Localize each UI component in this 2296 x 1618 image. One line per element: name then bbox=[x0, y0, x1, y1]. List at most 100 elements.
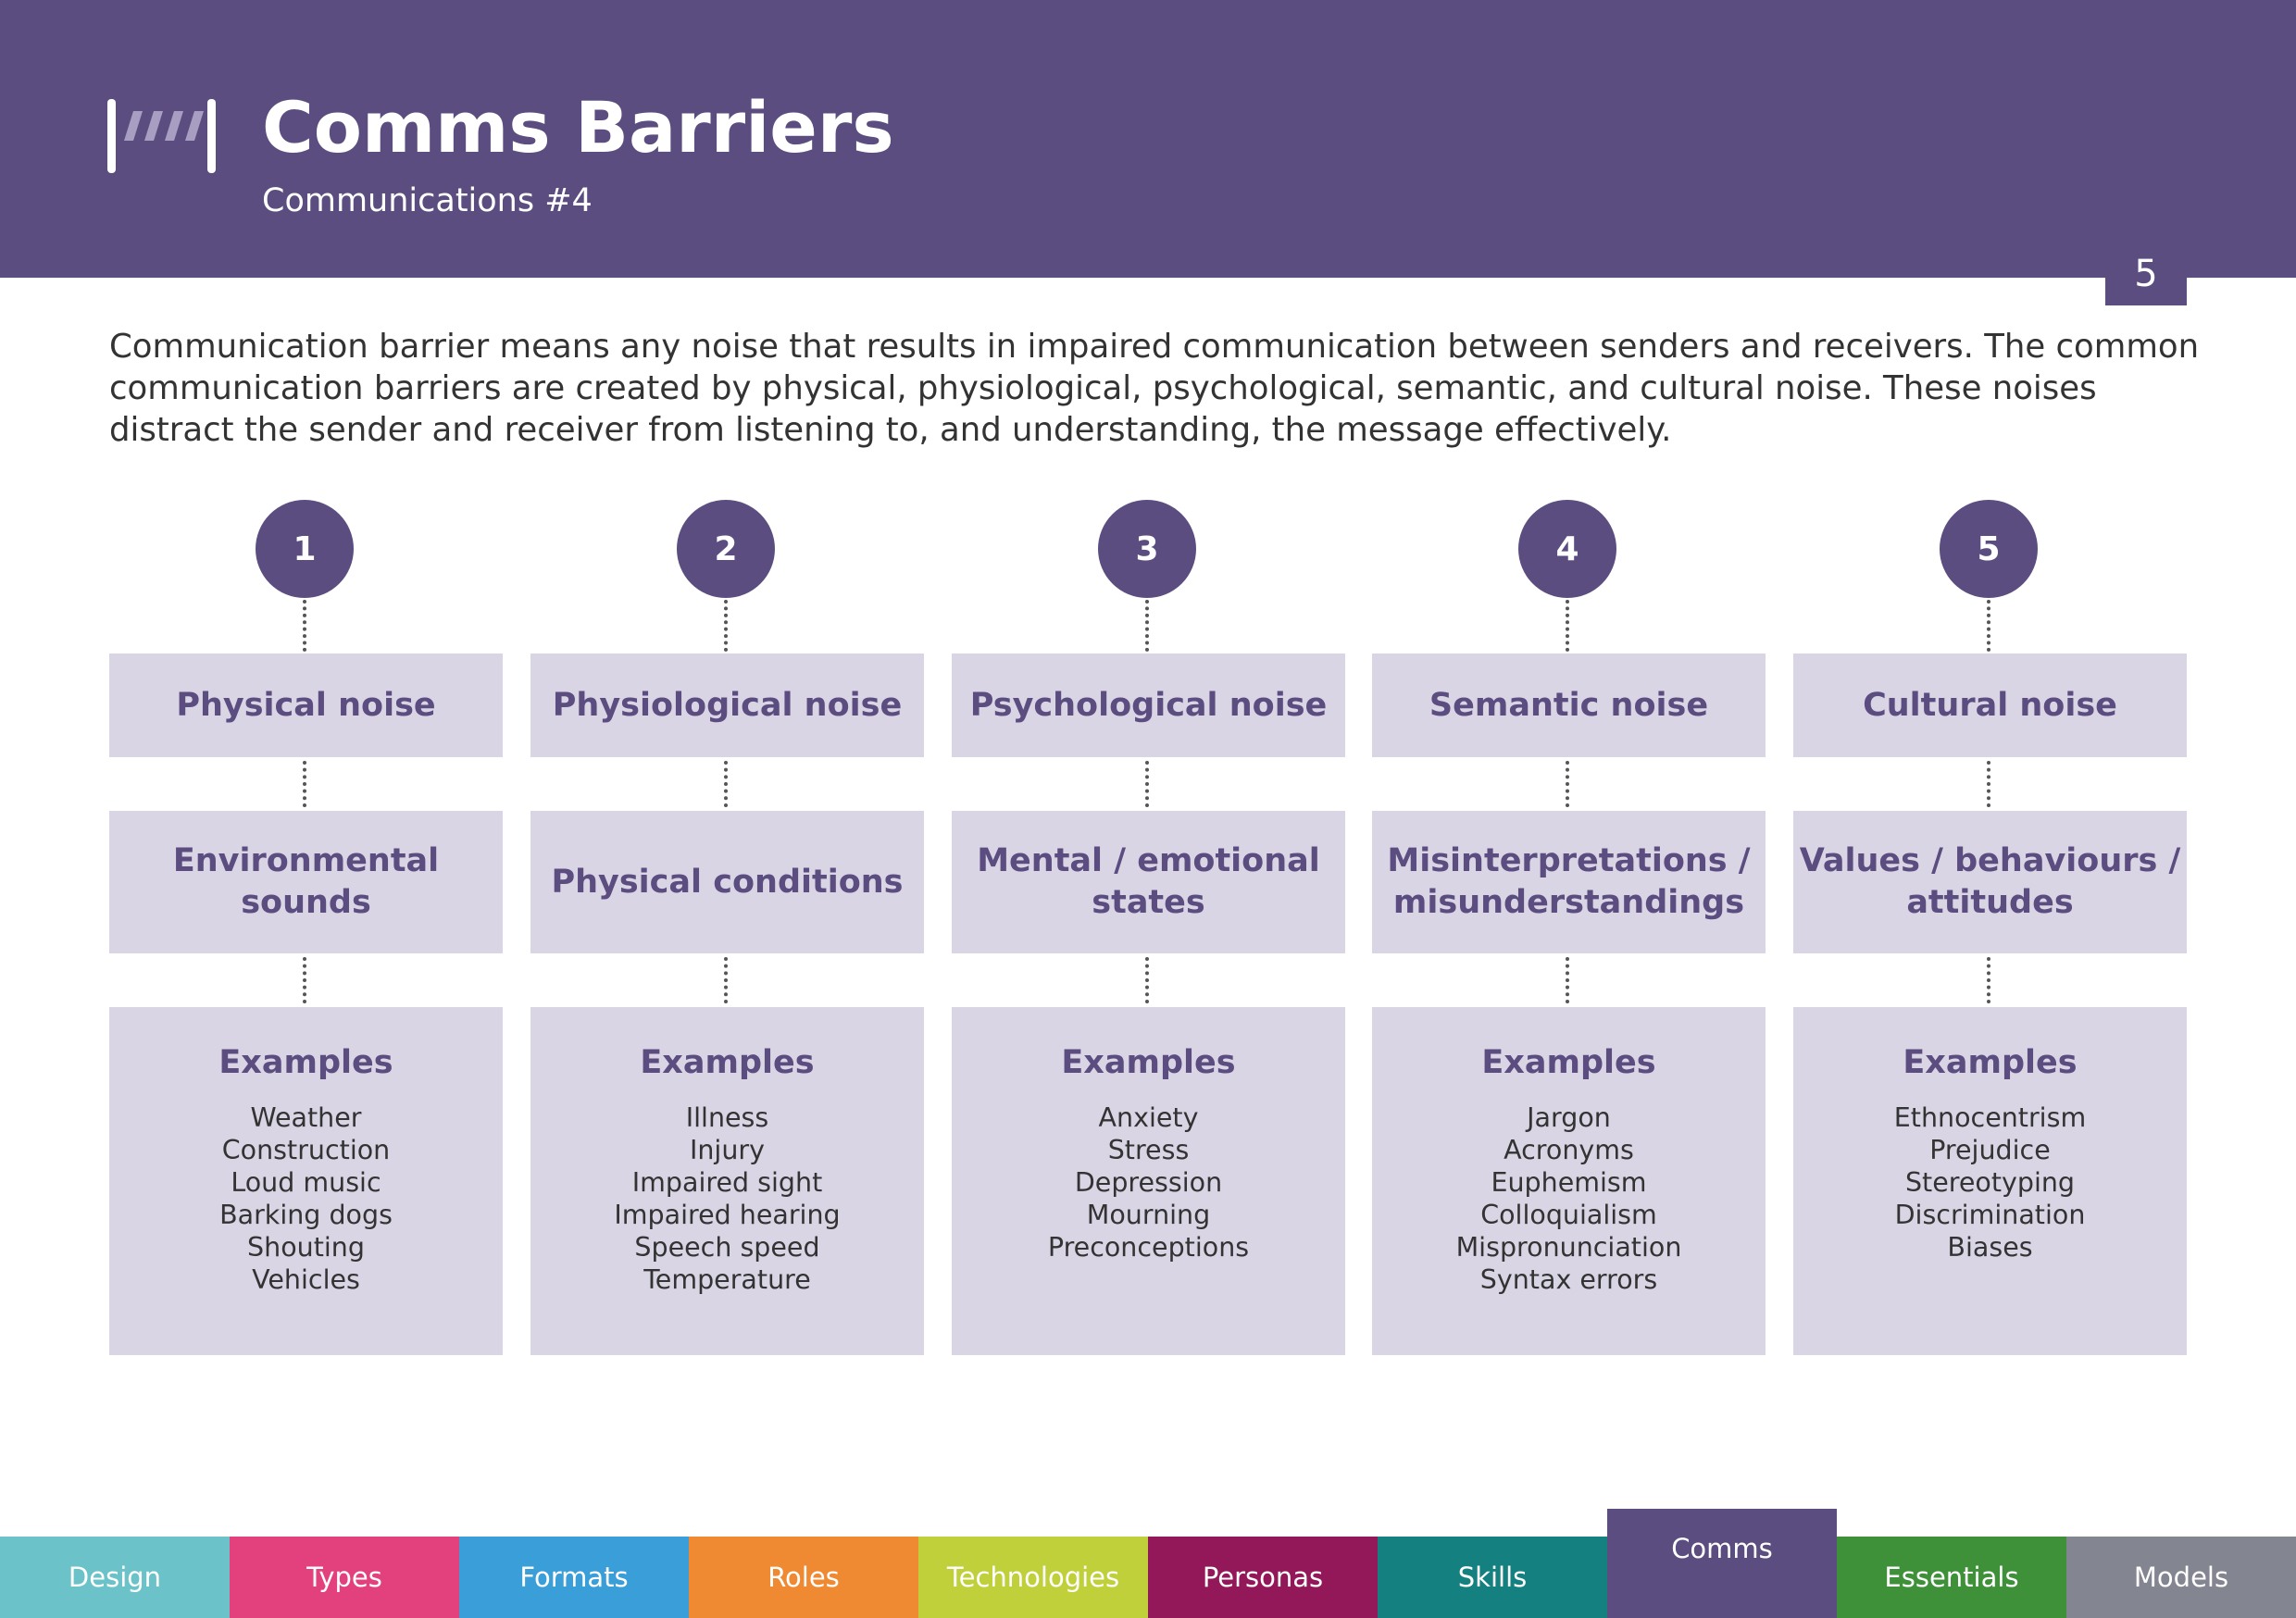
page-subtitle: Communications #4 bbox=[262, 182, 593, 219]
category-box: Mental / emotional states bbox=[952, 811, 1345, 953]
example-item: Shouting bbox=[247, 1232, 365, 1263]
example-item: Acronyms bbox=[1504, 1135, 1634, 1165]
category-label: Misinterpretations / misunderstandings bbox=[1387, 842, 1751, 921]
tab-label: Comms bbox=[1671, 1533, 1773, 1564]
step-number-badge: 1 bbox=[256, 500, 354, 598]
noise-type-label: Cultural noise bbox=[1863, 687, 2117, 724]
intro-paragraph: Communication barrier means any noise th… bbox=[109, 328, 2200, 449]
example-item: Speech speed bbox=[634, 1232, 820, 1263]
example-item: Mourning bbox=[1086, 1200, 1211, 1230]
dotted-connector bbox=[1145, 600, 1149, 652]
dotted-connector bbox=[1145, 957, 1149, 1003]
example-item: Impaired hearing bbox=[614, 1200, 841, 1230]
page-number: 5 bbox=[2105, 243, 2187, 305]
tab-skills[interactable]: Skills bbox=[1378, 1537, 1607, 1618]
tab-label: Types bbox=[306, 1562, 382, 1593]
example-item: Depression bbox=[1074, 1167, 1223, 1198]
example-item: Construction bbox=[221, 1135, 391, 1165]
example-item: Temperature bbox=[643, 1264, 811, 1295]
examples-heading: Examples bbox=[1903, 1044, 2078, 1081]
tab-types[interactable]: Types bbox=[230, 1537, 459, 1618]
examples-heading: Examples bbox=[1061, 1044, 1236, 1081]
noise-type-box: Psychological noise bbox=[952, 653, 1345, 757]
category-label: Physical conditions bbox=[551, 863, 904, 901]
noise-type-label: Physiological noise bbox=[552, 687, 903, 724]
example-item: Anxiety bbox=[1098, 1102, 1199, 1133]
tab-roles[interactable]: Roles bbox=[689, 1537, 918, 1618]
dotted-connector bbox=[303, 600, 306, 652]
noise-type-box: Physical noise bbox=[109, 653, 503, 757]
example-item: Loud music bbox=[231, 1167, 381, 1198]
example-item: Stereotyping bbox=[1904, 1167, 2076, 1198]
category-label: Environmental sounds bbox=[172, 842, 440, 921]
dotted-connector bbox=[724, 761, 728, 807]
tab-models[interactable]: Models bbox=[2066, 1537, 2296, 1618]
barrier-icon bbox=[107, 99, 216, 173]
example-item: Stress bbox=[1107, 1135, 1190, 1165]
dotted-connector bbox=[303, 957, 306, 1003]
category-label: Mental / emotional states bbox=[977, 842, 1320, 921]
category-box: Environmental sounds bbox=[109, 811, 503, 953]
page-title: Comms Barriers bbox=[262, 86, 894, 168]
example-item: Jargon bbox=[1527, 1102, 1611, 1133]
noise-type-label: Semantic noise bbox=[1429, 687, 1709, 724]
tab-comms[interactable]: Comms bbox=[1607, 1509, 1837, 1618]
examples-heading: Examples bbox=[1481, 1044, 1656, 1081]
tab-essentials[interactable]: Essentials bbox=[1837, 1537, 2066, 1618]
example-item: Mispronunciation bbox=[1455, 1232, 1682, 1263]
example-item: Biases bbox=[1947, 1232, 2033, 1263]
example-item: Syntax errors bbox=[1479, 1264, 1658, 1295]
example-item: Weather bbox=[250, 1102, 362, 1133]
dotted-connector bbox=[303, 761, 306, 807]
example-item: Preconceptions bbox=[1047, 1232, 1250, 1263]
noise-type-label: Physical noise bbox=[176, 687, 436, 724]
tab-design[interactable]: Design bbox=[0, 1537, 230, 1618]
step-number-badge: 3 bbox=[1098, 500, 1196, 598]
tab-personas[interactable]: Personas bbox=[1148, 1537, 1378, 1618]
tab-label: Models bbox=[2133, 1562, 2229, 1593]
category-box: Misinterpretations / misunderstandings bbox=[1372, 811, 1766, 953]
tab-formats[interactable]: Formats bbox=[459, 1537, 689, 1618]
tab-label: Skills bbox=[1457, 1562, 1528, 1593]
tab-label: Technologies bbox=[946, 1562, 1120, 1593]
page-header: Comms Barriers Communications #4 bbox=[0, 0, 2296, 278]
dotted-connector bbox=[1987, 600, 1990, 652]
dotted-connector bbox=[1145, 761, 1149, 807]
example-item: Colloquialism bbox=[1480, 1200, 1657, 1230]
dotted-connector bbox=[1566, 957, 1569, 1003]
step-number-badge: 5 bbox=[1940, 500, 2038, 598]
tab-label: Formats bbox=[519, 1562, 629, 1593]
noise-type-box: Cultural noise bbox=[1793, 653, 2187, 757]
example-item: Injury bbox=[689, 1135, 766, 1165]
tab-label: Personas bbox=[1202, 1562, 1324, 1593]
category-box: Values / behaviours / attitudes bbox=[1793, 811, 2187, 953]
noise-type-label: Psychological noise bbox=[969, 687, 1328, 724]
tab-label: Essentials bbox=[1884, 1562, 2019, 1593]
example-item: Illness bbox=[685, 1102, 769, 1133]
noise-type-box: Physiological noise bbox=[530, 653, 924, 757]
tab-technologies[interactable]: Technologies bbox=[918, 1537, 1148, 1618]
dotted-connector bbox=[1987, 761, 1990, 807]
example-item: Prejudice bbox=[1929, 1135, 2051, 1165]
category-label: Values / behaviours / attitudes bbox=[1799, 842, 2181, 921]
examples-heading: Examples bbox=[218, 1044, 393, 1081]
dotted-connector bbox=[724, 957, 728, 1003]
example-item: Discrimination bbox=[1894, 1200, 2086, 1230]
example-item: Vehicles bbox=[252, 1264, 360, 1295]
dotted-connector bbox=[724, 600, 728, 652]
dotted-connector bbox=[1566, 600, 1569, 652]
examples-heading: Examples bbox=[640, 1044, 815, 1081]
tab-label: Design bbox=[68, 1562, 162, 1593]
category-box: Physical conditions bbox=[530, 811, 924, 953]
section-tabs: Design Types Formats Roles Technologies Perso… bbox=[0, 1509, 2296, 1618]
noise-type-box: Semantic noise bbox=[1372, 653, 1766, 757]
